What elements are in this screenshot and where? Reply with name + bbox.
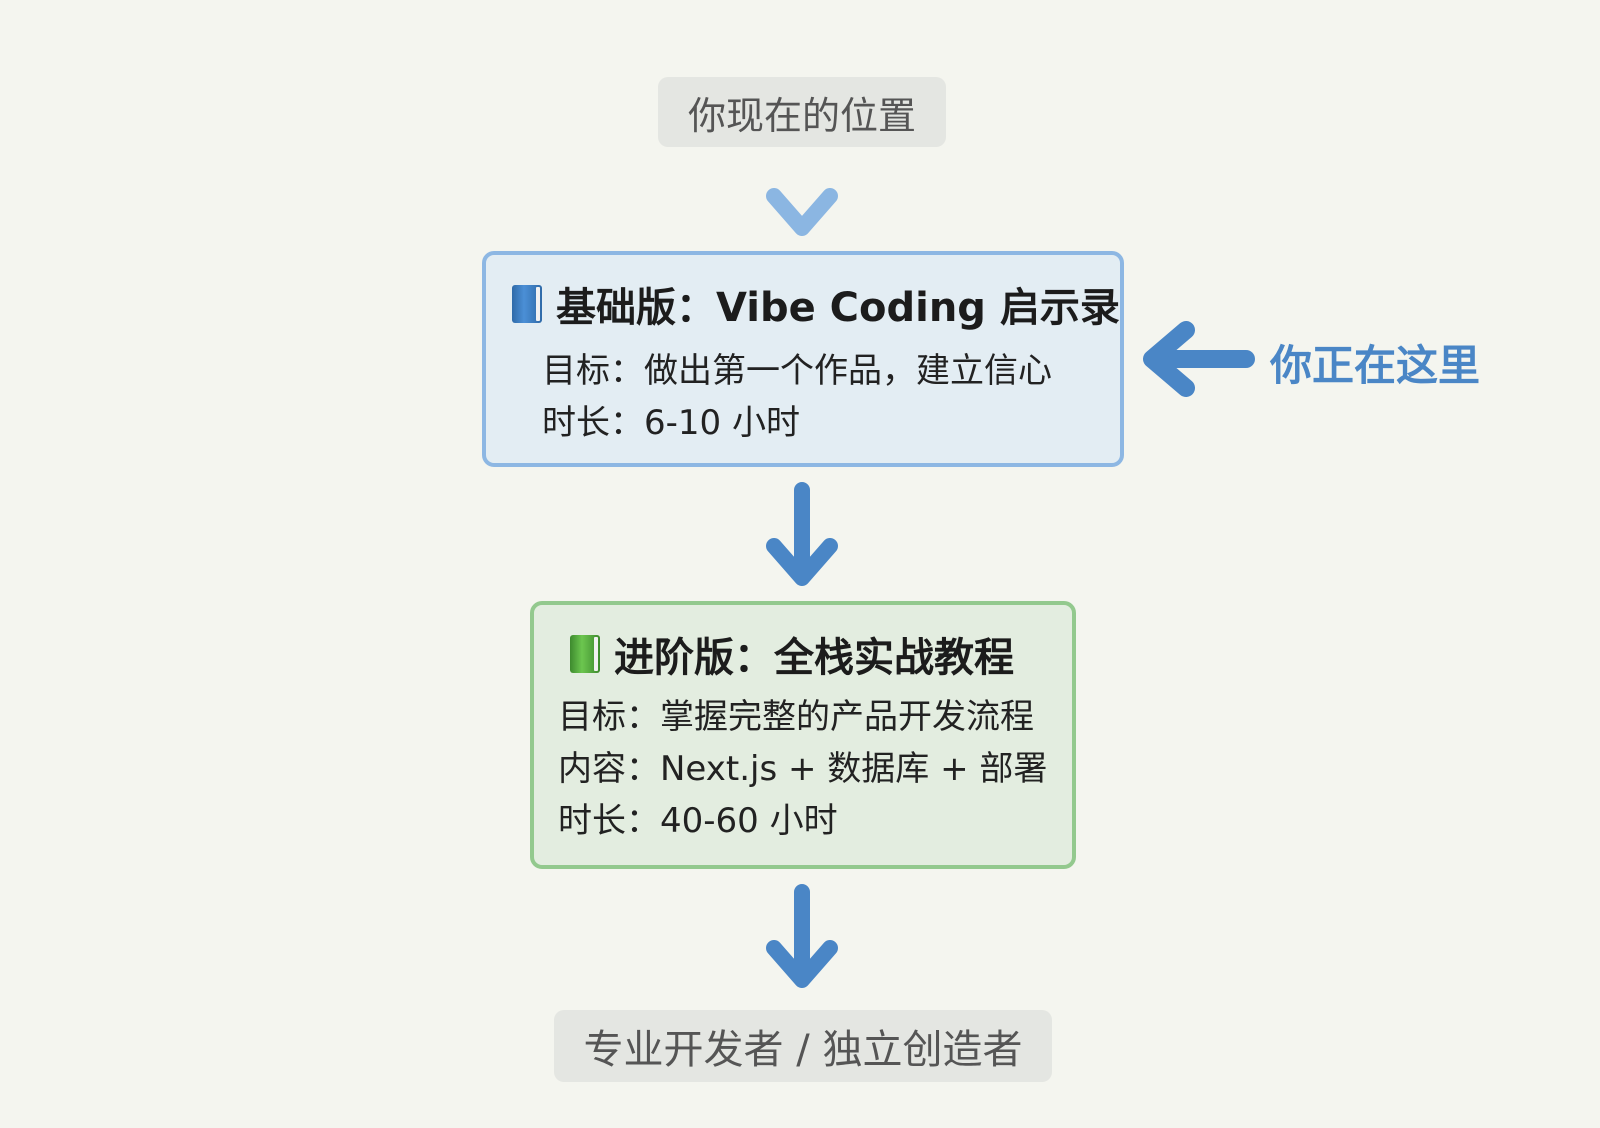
destination-label: 专业开发者 / 独立创造者	[554, 1010, 1052, 1082]
arrow-start-to-basic	[766, 144, 838, 236]
basic-edition-duration: 时长：6-10 小时	[542, 403, 800, 443]
you-are-here-label: 你正在这里	[1270, 341, 1481, 390]
basic-edition-goal: 目标：做出第一个作品，建立信心	[542, 351, 1052, 391]
advanced-edition-title-text: 进阶版：全栈实战教程	[614, 635, 1014, 681]
advanced-edition-duration: 时长：40-60 小时	[558, 801, 838, 841]
advanced-edition-card: 进阶版：全栈实战教程 目标：掌握完整的产品开发流程 内容：Next.js + 数…	[530, 601, 1076, 869]
blue-book-icon	[512, 285, 542, 323]
advanced-edition-content: 内容：Next.js + 数据库 + 部署	[558, 749, 1048, 789]
advanced-edition-title: 进阶版：全栈实战教程	[570, 625, 1014, 683]
current-position-label: 你现在的位置	[658, 77, 946, 147]
arrow-basic-to-advanced	[766, 482, 838, 586]
basic-edition-title: 基础版：Vibe Coding 启示录	[512, 275, 1120, 333]
arrow-advanced-to-end	[766, 884, 838, 988]
basic-edition-card: 基础版：Vibe Coding 启示录 目标：做出第一个作品，建立信心 时长：6…	[482, 251, 1124, 467]
advanced-edition-goal: 目标：掌握完整的产品开发流程	[558, 697, 1034, 737]
arrow-here-pointer	[1143, 321, 1255, 397]
basic-edition-title-text: 基础版：Vibe Coding 启示录	[556, 285, 1120, 331]
green-book-icon	[570, 635, 600, 673]
